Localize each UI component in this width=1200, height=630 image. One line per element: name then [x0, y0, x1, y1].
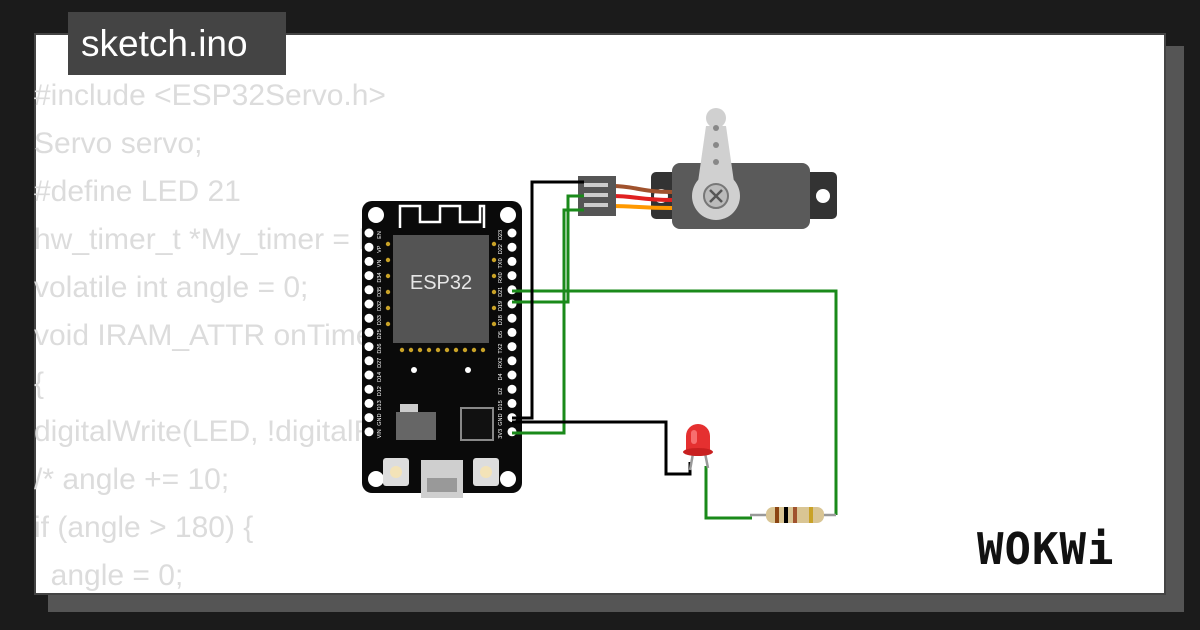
pin-left-d34[interactable] [364, 271, 374, 281]
pin-label: D19 [498, 301, 504, 311]
pin-label: D12 [377, 386, 383, 396]
pin-right-d2[interactable] [507, 384, 517, 394]
pin-right-d22[interactable] [507, 242, 517, 252]
pin-label: EN [377, 231, 383, 239]
wire-led-gnd [512, 420, 692, 476]
pin-left-vn[interactable] [364, 256, 374, 266]
resistor[interactable] [750, 507, 836, 523]
pin-label: VP [377, 245, 383, 253]
pin-left-d14[interactable] [364, 370, 374, 380]
esp32-chip [393, 235, 489, 343]
pin-label: D22 [498, 244, 504, 254]
pin-label: D13 [377, 400, 383, 410]
pin-left-en[interactable] [364, 228, 374, 238]
pin-label: GND [377, 413, 383, 425]
pin-left-d33[interactable] [364, 313, 374, 323]
pin-label: D33 [377, 315, 383, 325]
code-line: angle = 0; [34, 559, 184, 592]
code-line: if (angle > 180) { [34, 511, 254, 544]
wire-servo-power [512, 208, 584, 435]
pin-label: VN [377, 260, 383, 268]
red-led[interactable] [683, 424, 713, 471]
code-line: /* angle += 10; [34, 463, 230, 496]
pin-label: RX0 [498, 272, 504, 283]
pin-right-d18[interactable] [507, 313, 517, 323]
pin-left-d25[interactable] [364, 327, 374, 337]
usb-uart-chip [460, 407, 494, 441]
wire-led-resistor [704, 466, 752, 520]
preview-card [34, 33, 1166, 595]
pin-left-d27[interactable] [364, 356, 374, 366]
pin-label: VIN [377, 429, 383, 438]
pin-left-d12[interactable] [364, 384, 374, 394]
code-line: #include <ESP32Servo.h> [34, 79, 386, 112]
pin-label: D27 [377, 358, 383, 368]
servo-motor[interactable] [651, 108, 837, 229]
pin-label: TX2 [498, 344, 504, 354]
pin-right-tx2[interactable] [507, 342, 517, 352]
pin-left-gnd[interactable] [364, 413, 374, 423]
wire-servo-gnd [512, 180, 584, 420]
file-title: sketch.ino [68, 12, 286, 75]
esp32-board[interactable]: ESP32 ENVPVND34D35D32D33D25D26D27D14D12D… [362, 201, 522, 498]
pin-left-d13[interactable] [364, 398, 374, 408]
pin-right-rx2[interactable] [507, 356, 517, 366]
pin-label: D25 [377, 329, 383, 339]
pin-left-d35[interactable] [364, 285, 374, 295]
wire-servo-signal [512, 194, 584, 304]
wokwi-logo: WOKWi [977, 524, 1115, 575]
pin-label: D23 [498, 230, 504, 240]
pin-left-vp[interactable] [364, 242, 374, 252]
pin-label: D14 [377, 372, 383, 382]
pin-label: D4 [498, 373, 504, 380]
pin-right-rx0[interactable] [507, 271, 517, 281]
pin-label: GND [498, 413, 504, 425]
wire-d21-resistor [512, 289, 838, 515]
pin-right-tx0[interactable] [507, 256, 517, 266]
pin-label: D32 [377, 301, 383, 311]
voltage-regulator [396, 412, 436, 440]
pin-label: D2 [498, 388, 504, 395]
pin-right-d5[interactable] [507, 327, 517, 337]
pin-left-d26[interactable] [364, 342, 374, 352]
pin-label: D18 [498, 315, 504, 325]
pin-label: D26 [377, 344, 383, 354]
code-line: Servo servo; [34, 127, 203, 160]
pin-label: D5 [498, 331, 504, 338]
code-line: { [34, 367, 45, 400]
code-line: #define LED 21 [34, 175, 241, 208]
pin-left-d32[interactable] [364, 299, 374, 309]
pin-label: D15 [498, 400, 504, 410]
pin-label: D34 [377, 273, 383, 283]
pin-label: RX2 [498, 357, 504, 368]
pin-right-d15[interactable] [507, 398, 517, 408]
pin-label: D35 [377, 287, 383, 297]
pin-label: TX0 [498, 258, 504, 268]
pin-label: 3V3 [498, 429, 504, 439]
pin-label: D21 [498, 287, 504, 297]
pin-right-d4[interactable] [507, 370, 517, 380]
pin-right-d23[interactable] [507, 228, 517, 238]
code-line: volatile int angle = 0; [34, 271, 309, 304]
chip-label: ESP32 [410, 272, 472, 294]
pin-left-vin[interactable] [364, 427, 374, 437]
